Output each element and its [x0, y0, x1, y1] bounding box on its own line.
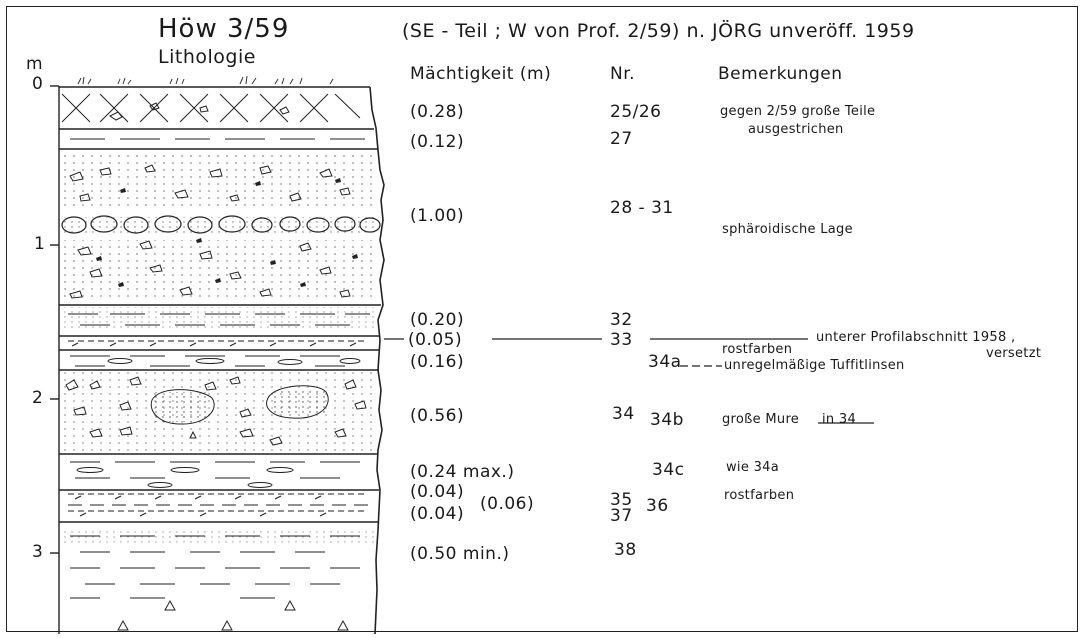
remark: unterer Profilabschnitt 1958 , — [816, 330, 1016, 345]
remark: unregelmäßige Tuffitlinsen — [724, 358, 905, 373]
thickness-value: (0.50 min.) — [410, 544, 510, 564]
remark: gegen 2/59 große Teile — [720, 104, 876, 119]
number-header: Nr. — [610, 64, 636, 84]
thickness-value: (0.04) — [410, 482, 465, 502]
remark: rostfarben — [722, 342, 793, 357]
thickness-value: (0.12) — [410, 132, 465, 152]
axis-tick-0: 0 — [32, 74, 44, 94]
vegetation-marks — [77, 75, 334, 85]
layer-number: 34a — [648, 352, 682, 372]
layer-number: 27 — [610, 129, 633, 149]
thickness-value: (0.20) — [410, 310, 465, 330]
axis-unit: m — [26, 54, 44, 74]
layer-number: 33 — [610, 330, 633, 350]
figure-frame — [6, 6, 1078, 632]
remarks-header: Bemerkungen — [718, 64, 843, 84]
layer-number: 32 — [610, 310, 633, 330]
layer-number: 25/26 — [610, 102, 662, 122]
layer-number: 34 — [612, 404, 635, 424]
remark: sphäroidische Lage — [722, 222, 853, 237]
axis-tick-2: 2 — [32, 388, 44, 408]
thickness-header: Mächtigkeit (m) — [410, 64, 552, 84]
layer-number: 37 — [610, 506, 633, 526]
layer-number: 38 — [614, 540, 637, 560]
remark: versetzt — [986, 346, 1042, 361]
thickness-value: (0.16) — [410, 352, 465, 372]
axis-tick-1: 1 — [34, 234, 46, 254]
layer-number: 28 - 31 — [610, 198, 674, 218]
thickness-value: (0.05) — [408, 330, 463, 350]
thickness-combined: (0.06) — [480, 494, 535, 514]
remark: in 34 — [822, 412, 857, 427]
remark: große Mure — [722, 412, 800, 427]
thickness-value: (0.56) — [410, 406, 465, 426]
layer-number: 34c — [652, 460, 685, 480]
thickness-value: (0.28) — [410, 102, 465, 122]
remark: ausgestrichen — [748, 122, 844, 137]
thickness-value: (1.00) — [410, 206, 465, 226]
remark: wie 34a — [726, 460, 779, 475]
layer-number: 35 — [610, 490, 633, 510]
thickness-value: (0.04) — [410, 504, 465, 524]
depth-axis — [50, 85, 60, 634]
axis-tick-3: 3 — [32, 542, 44, 562]
profile-title: Höw 3/59 — [158, 14, 290, 44]
layer-number: 34b — [650, 410, 684, 430]
connector-lines — [384, 338, 874, 424]
layer-38 — [70, 535, 360, 631]
remark: rostfarben — [724, 488, 795, 503]
layer-number: 36 — [646, 496, 669, 516]
lithology-header: Lithologie — [158, 46, 256, 68]
layer-cross-hatch — [61, 93, 361, 123]
thickness-value: (0.24 max.) — [410, 462, 515, 482]
profile-subtitle: (SE - Teil ; W von Prof. 2/59) n. JÖRG u… — [402, 20, 915, 42]
